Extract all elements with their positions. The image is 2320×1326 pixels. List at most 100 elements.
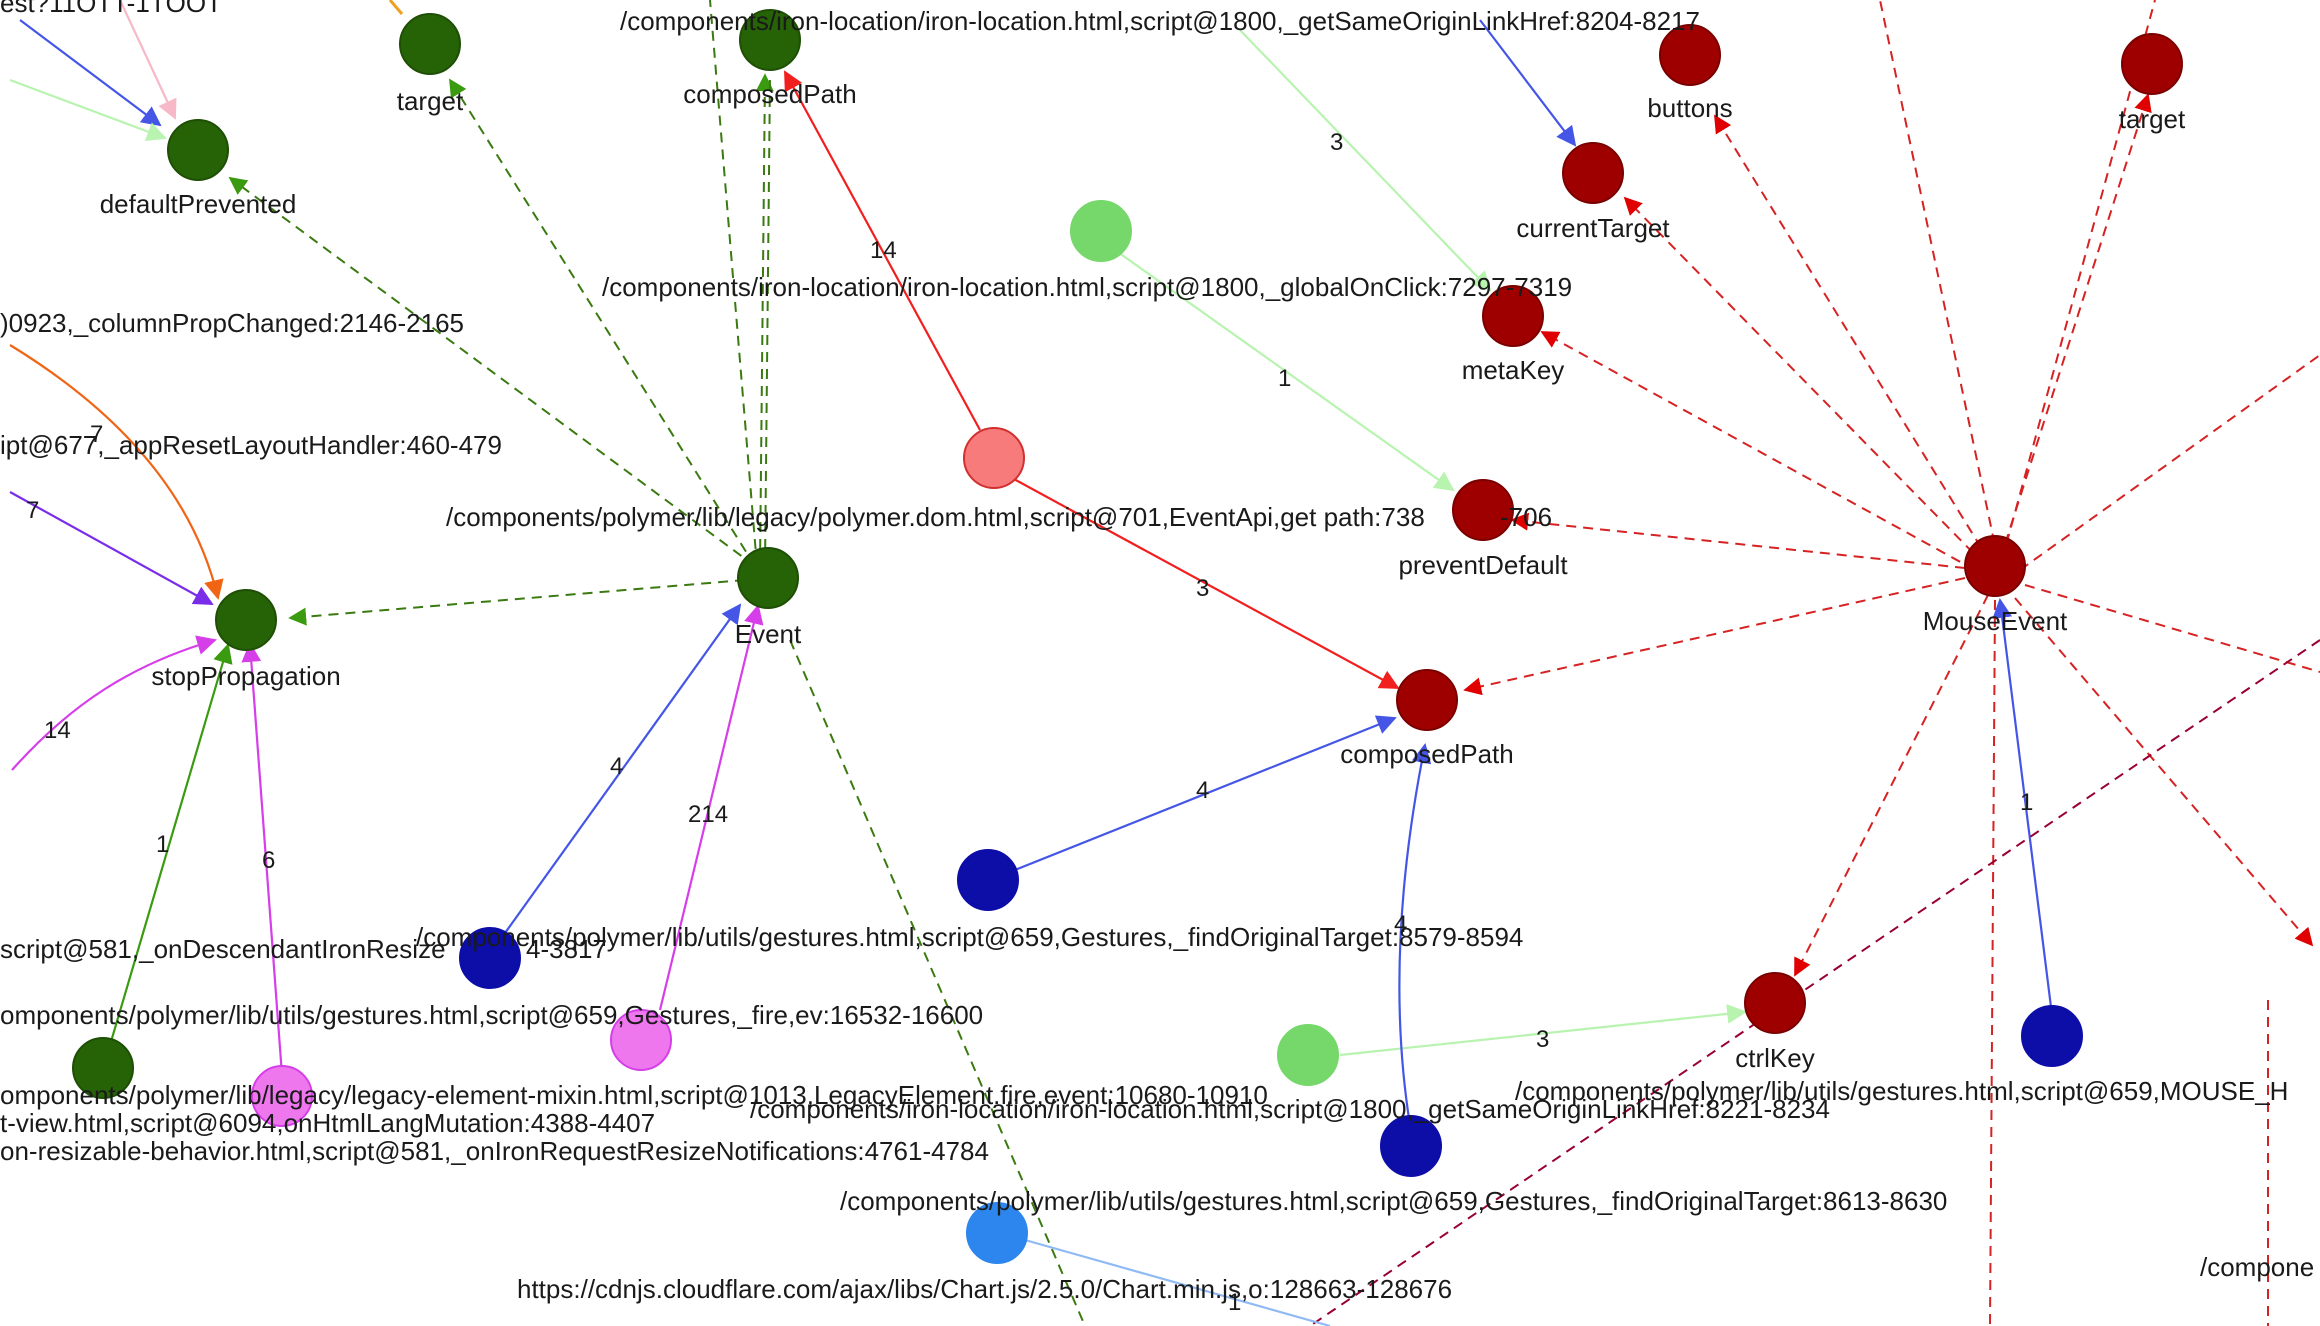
edge-blue-to-currenttarget — [1479, 19, 1577, 147]
source-label-column-prop-changed: )0923,_columnPropChanged:2146-2165 — [0, 308, 464, 338]
node-currenttarget[interactable] — [1562, 142, 1624, 204]
edge-mouseevent-to-metakey — [1540, 331, 1976, 571]
node-target-red[interactable] — [2121, 33, 2183, 95]
node-label-target-red: target — [2119, 104, 2186, 134]
edge-mouseevent-to-buttons — [1714, 114, 1991, 563]
edge-lightgreen-to-defaultprevented — [9, 78, 167, 142]
source-label-gestures-fire: omponents/polymer/lib/utils/gestures.htm… — [0, 1000, 983, 1030]
edge-label: 3 — [1196, 575, 1209, 602]
edge-orange-stub-to-target — [388, 0, 404, 15]
node-navy-source-mid[interactable] — [957, 849, 1019, 911]
node-buttons[interactable] — [1659, 24, 1721, 86]
node-label-mouseevent: MouseEvent — [1923, 606, 2068, 636]
edge-green-to-stoppropagation — [103, 643, 233, 1063]
edge-label: 1 — [1278, 365, 1291, 392]
source-label-iron-request-resize: on-resizable-behavior.html,script@581,_o… — [0, 1136, 989, 1166]
edge-label: 3 — [1330, 129, 1343, 156]
edge-blue-to-defaultprevented — [19, 19, 162, 127]
edge-label: 214 — [688, 801, 728, 828]
edge-mouseevent-to-ctrlkey — [1794, 594, 1989, 977]
edge-chartjs-lightblue — [1024, 1238, 1331, 1326]
node-green-source[interactable] — [72, 1037, 134, 1099]
node-blue-chartjs[interactable] — [966, 1202, 1028, 1264]
node-label-stoppropagation: stopPropagation — [151, 661, 340, 691]
node-navy-source-right[interactable] — [2021, 1005, 2083, 1067]
edge-label: 1 — [156, 831, 169, 858]
edge-lightgreen-to-preventdefault — [1114, 249, 1455, 492]
source-label-legacy-element-fire: omponents/polymer/lib/legacy/legacy-elem… — [0, 1080, 1268, 1110]
node-composedpath-top[interactable] — [739, 9, 801, 71]
edge-navy-low-to-composedpath-mid — [1398, 743, 1432, 1126]
edge-pink-to-event — [658, 604, 764, 1011]
edge-mouseevent-up-offscreen-1 — [1879, 0, 1999, 561]
edge-mouseevent-to-currenttarget — [1623, 196, 1986, 566]
node-label-event: Event — [735, 619, 802, 649]
source-label-descendant-iron-resize: script@581,_onDescendantIronResize — [0, 934, 446, 964]
edge-mouseevent-to-composedpath-mid — [1463, 577, 1966, 696]
source-label-gestures-mouse: /components/polymer/lib/utils/gestures.h… — [1515, 1076, 2288, 1106]
edge-label: 3 — [1536, 1026, 1549, 1053]
node-label-metakey: metaKey — [1462, 355, 1565, 385]
node-navy-source-low[interactable] — [1380, 1115, 1442, 1177]
source-label-top-left-cut: est?11ÓTT-1TÓÓT — [0, 0, 222, 18]
edge-mouseevent-to-preventdefault — [1510, 512, 1966, 569]
source-label-descendant-iron-resize-tail: 4-3817 — [526, 934, 607, 964]
edge-label: 4 — [1196, 777, 1209, 804]
node-labels: target composedPath defaultPrevented but… — [100, 79, 2186, 1073]
edge-label: 4 — [1394, 911, 1407, 938]
node-target-green[interactable] — [399, 13, 461, 75]
node-stoppropagation[interactable] — [215, 589, 277, 651]
node-composedpath-mid[interactable] — [1396, 669, 1458, 731]
edge-mouseevent-to-target — [1999, 93, 2152, 561]
edge-label: 7 — [26, 497, 39, 524]
edge-event-downward-offscreen — [789, 639, 1086, 1326]
source-label-find-original-target-1: /components/polymer/lib/utils/gestures.h… — [416, 922, 1523, 952]
node-metakey[interactable] — [1482, 285, 1544, 347]
source-label-polymer-dom-tail: -706 — [1500, 502, 1552, 532]
node-lightgreen-source-low[interactable] — [1277, 1024, 1339, 1086]
edge-pink-to-defaultprevented — [119, 0, 177, 120]
edge-orange-to-stoppropagation — [9, 344, 224, 600]
node-event[interactable] — [737, 547, 799, 609]
edge-pink-to-stoppropagation — [241, 642, 284, 1076]
edge-label: 7 — [90, 421, 103, 448]
node-mouseevent[interactable] — [1964, 535, 2026, 597]
edge-label: 14 — [44, 717, 71, 744]
edge-mouseevent-up-offscreen-2 — [2001, 0, 2156, 561]
edge-label: 6 — [262, 847, 275, 874]
edge-navy-right-to-mouseevent — [1992, 598, 2054, 1016]
edge-label: 4 — [610, 753, 623, 780]
node-navy-source-left[interactable] — [459, 927, 521, 989]
source-label-global-on-click: /components/iron-location/iron-location.… — [602, 272, 1572, 302]
edge-iron-top-to-metakey — [1239, 29, 1492, 292]
edge-event-to-stoppropagation — [288, 579, 746, 626]
edge-event-to-defaultprevented — [228, 176, 756, 567]
edge-event-to-composedpath-top-2 — [764, 74, 771, 567]
node-ctrlkey[interactable] — [1744, 972, 1806, 1034]
edge-labels: 3 14 1 7 7 3 14 4 214 4 1 6 1 4 3 1 — [26, 129, 2033, 1316]
node-label-preventdefault: preventDefault — [1398, 550, 1568, 580]
edge-event-to-target — [449, 78, 756, 567]
node-defaultprevented[interactable] — [167, 119, 229, 181]
node-preventdefault[interactable] — [1452, 479, 1514, 541]
edge-navy-to-composedpath-mid — [1014, 715, 1397, 872]
node-salmon-source[interactable] — [963, 427, 1025, 489]
edge-event-to-composedpath-top-1 — [755, 73, 774, 567]
nodes — [72, 9, 2183, 1264]
node-lightgreen-source-top[interactable] — [1070, 200, 1132, 262]
edge-navy-to-event — [499, 603, 742, 941]
edge-mouseevent-down-offscreen — [1989, 599, 1996, 1326]
edge-salmon-to-composedpath-mid — [1011, 477, 1400, 689]
source-label-compone-cut: /compone — [2200, 1252, 2314, 1282]
node-pink-source-mid[interactable] — [610, 1009, 672, 1071]
edge-lightgreen-to-ctrlkey — [1339, 1004, 1747, 1057]
edge-mouseevent-right-offscreen-2 — [2024, 584, 2320, 673]
node-label-defaultprevented: defaultPrevented — [100, 189, 297, 219]
edge-label: 1 — [2020, 789, 2033, 816]
source-label-chartjs: https://cdnjs.cloudflare.com/ajax/libs/C… — [517, 1274, 1452, 1304]
node-pink-source-left[interactable] — [251, 1065, 313, 1127]
source-label-iron-location-top: /components/iron-location/iron-location.… — [620, 6, 1700, 36]
source-label-html-lang-mutation: t-view.html,script@6094,onHtmlLangMutati… — [0, 1108, 655, 1138]
